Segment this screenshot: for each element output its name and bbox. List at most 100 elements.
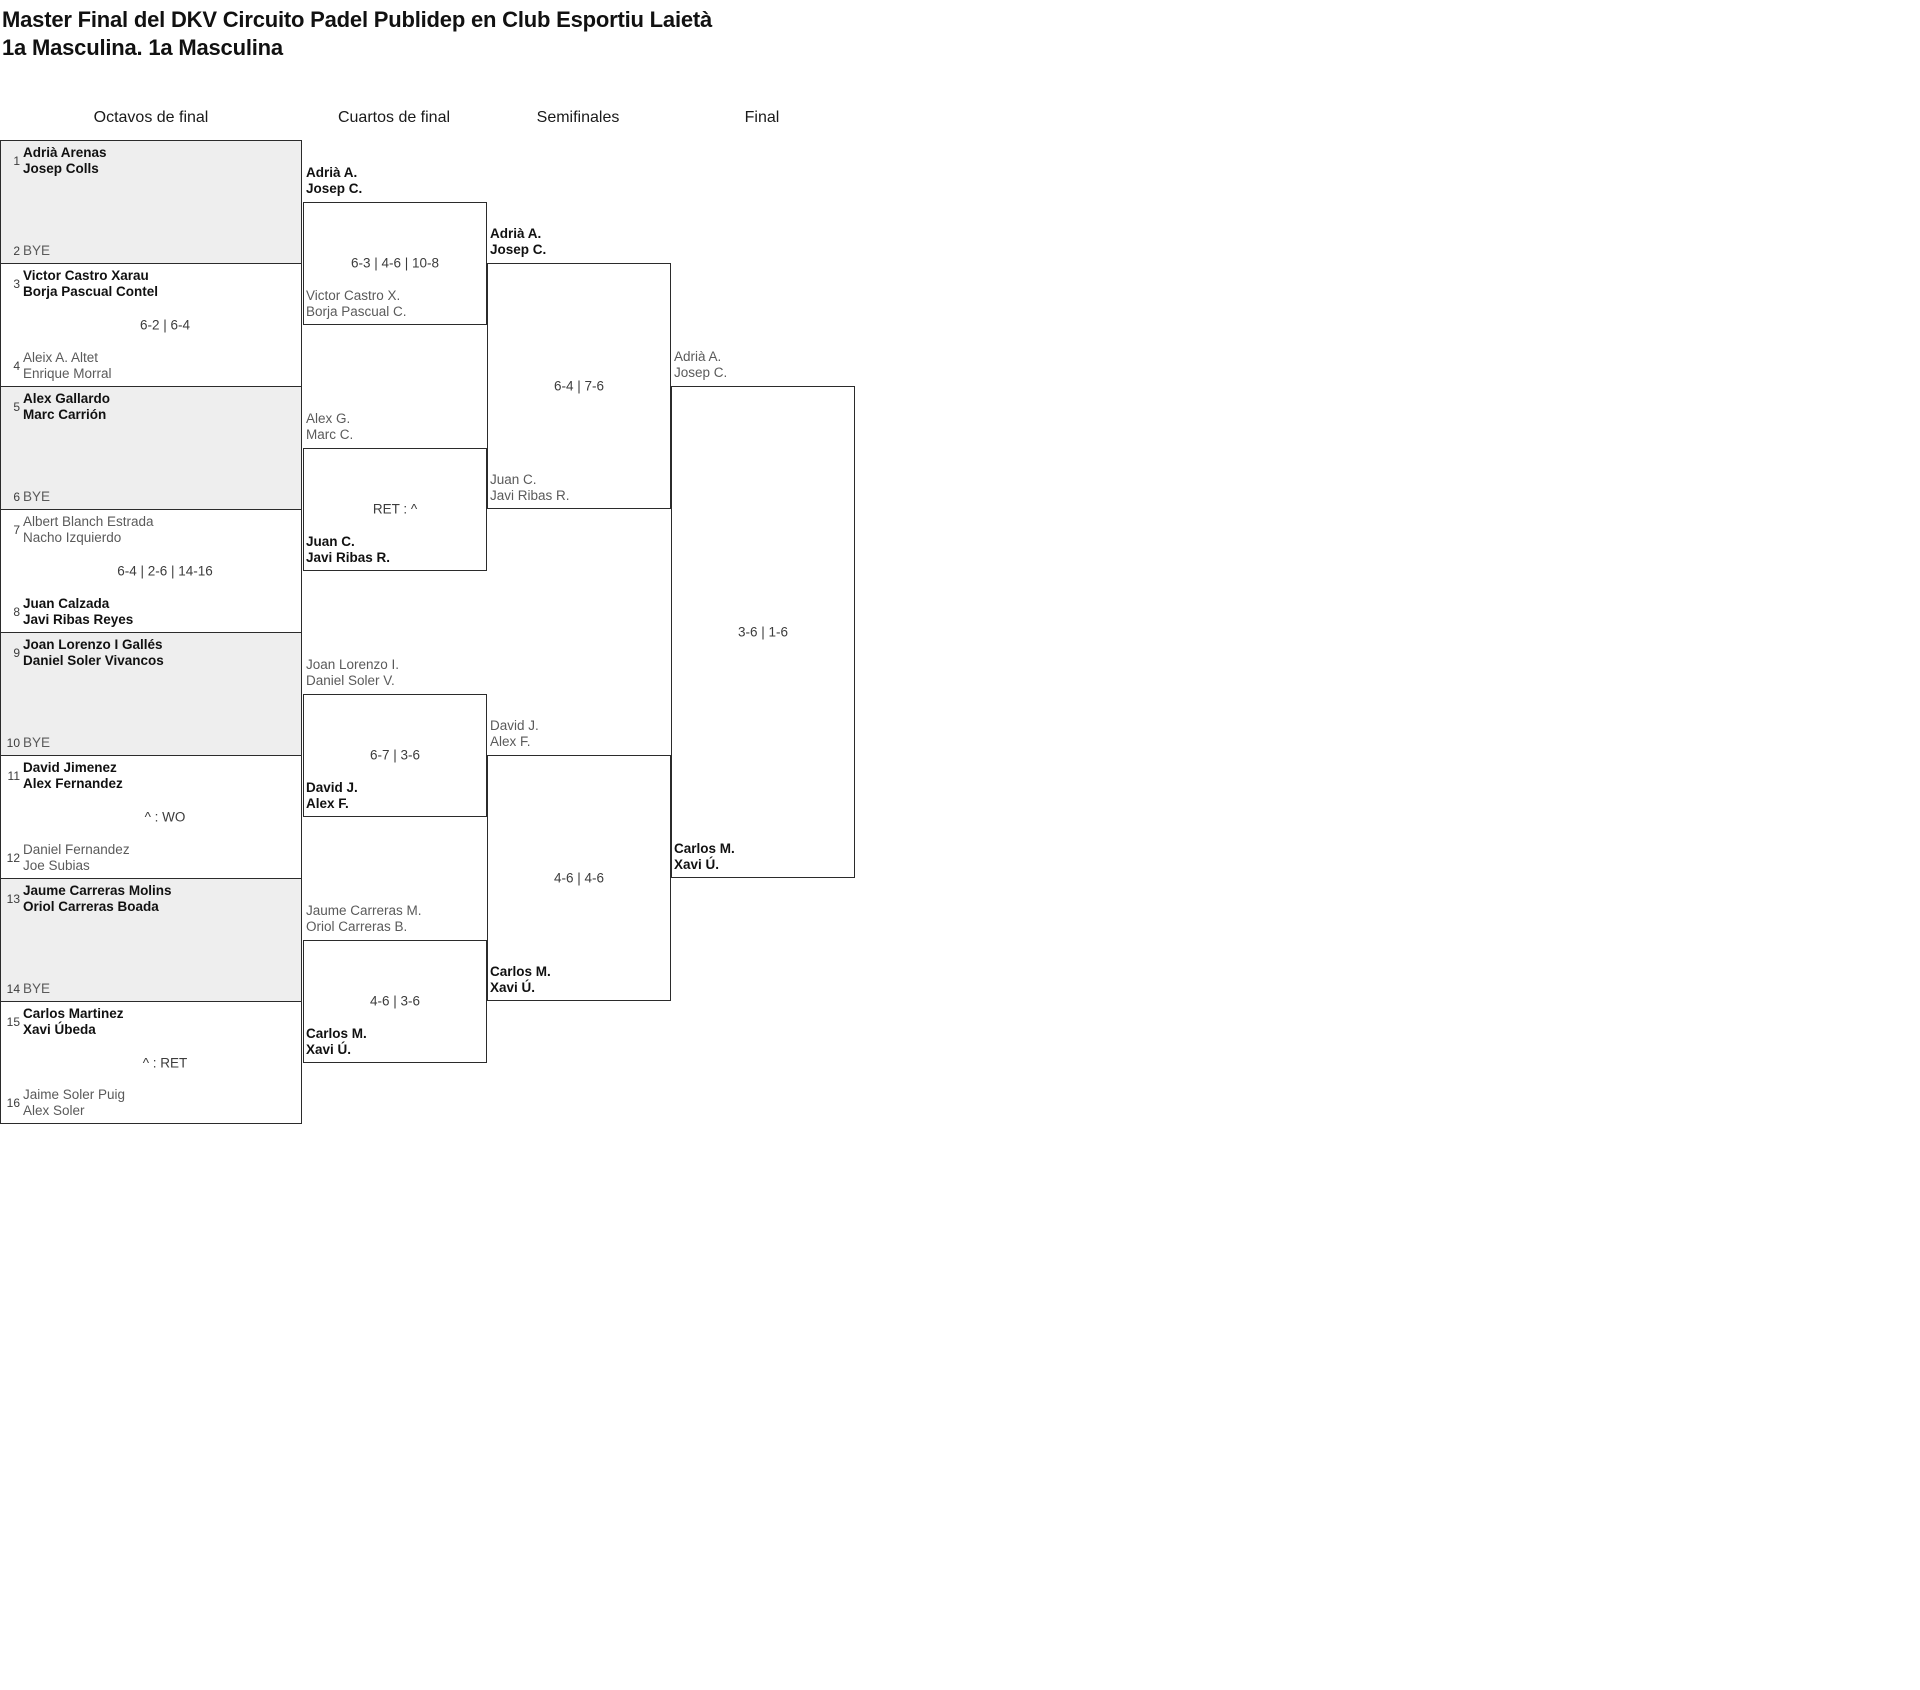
match-score: 4-6 | 4-6 (553, 870, 605, 886)
player-name: Carlos Martinez (23, 1006, 124, 1021)
player-name: Jaume Carreras M. (306, 902, 422, 918)
seed-number: 5 (13, 400, 20, 414)
page-title: Master Final del DKV Circuito Padel Publ… (2, 6, 1102, 62)
player-name: BYE (23, 981, 51, 996)
round-2-top-entrant[interactable]: Alex G.Marc C. (306, 411, 353, 443)
round-3-match[interactable]: 6-4 | 7-6 (487, 263, 671, 509)
round-2-top-entrant[interactable]: Jaume Carreras M.Oriol Carreras B. (306, 903, 422, 935)
round-3-top-entrant[interactable]: Adrià A.Josep C. (490, 226, 546, 258)
player-name: Josep C. (490, 242, 547, 257)
player-name: BYE (23, 735, 51, 750)
player-name: Albert Blanch Estrada (23, 514, 154, 529)
match-score: RET : ^ (372, 501, 418, 517)
seed-number: 11 (7, 769, 20, 783)
round-header-cuartos: Cuartos de final (337, 109, 451, 126)
round-3-top-entrant[interactable]: David J.Alex F. (490, 718, 539, 750)
round-4-top-entrant[interactable]: Adrià A.Josep C. (674, 349, 727, 381)
match-score: 6-2 | 6-4 (139, 317, 191, 333)
player-name: Josep C. (306, 180, 363, 196)
player-name: Javi Ribas R. (306, 549, 391, 565)
player-name: Xavi Ú. (674, 857, 720, 872)
round-3-bottom-entrant[interactable]: Juan C.Javi Ribas R. (490, 472, 570, 504)
player-name: Juan C. (306, 533, 355, 549)
round-2-match[interactable]: 6-7 | 3-6 (303, 693, 487, 817)
player-name: Carlos M. (490, 964, 551, 979)
round-2-bottom-entrant[interactable]: Carlos M.Xavi Ú. (306, 1026, 367, 1058)
player-pair: BYE (23, 735, 50, 751)
round-header-semifinales: Semifinales (536, 109, 620, 126)
player-name: BYE (23, 243, 51, 258)
round-2-match[interactable]: 6-3 | 4-6 | 10-8 (303, 201, 487, 325)
player-name: Nacho Izquierdo (23, 530, 122, 545)
player-name: Javi Ribas R. (490, 488, 570, 503)
round-2-match[interactable]: RET : ^ (303, 447, 487, 571)
round-2-top-entrant[interactable]: Joan Lorenzo I.Daniel Soler V. (306, 657, 399, 689)
tournament-title-line-1: Master Final del DKV Circuito Padel Publ… (2, 7, 713, 32)
player-name: Alex Soler (23, 1103, 85, 1118)
tournament-title-line-2: 1a Masculina. 1a Masculina (2, 35, 283, 60)
round-2-bottom-entrant[interactable]: David J.Alex F. (306, 780, 358, 812)
player-name: Adrià A. (674, 349, 722, 364)
player-name: Carlos M. (306, 1025, 367, 1041)
player-name: Borja Pascual C. (306, 303, 407, 319)
player-name: Juan C. (490, 472, 537, 487)
match-score: 3-6 | 1-6 (737, 624, 789, 640)
round-4-bottom-entrant[interactable]: Carlos M.Xavi Ú. (674, 841, 735, 873)
player-name: Alex F. (306, 795, 349, 811)
seed-number: 12 (6, 851, 20, 865)
player-name: Jaume Carreras Molins (23, 883, 172, 898)
round-3-match[interactable]: 4-6 | 4-6 (487, 755, 671, 1001)
round-3-bottom-entrant[interactable]: Carlos M.Xavi Ú. (490, 964, 551, 996)
seed-number: 13 (6, 892, 20, 906)
round-2-top-entrant[interactable]: Adrià A.Josep C. (306, 165, 362, 197)
seed-number: 10 (6, 736, 20, 750)
player-name: David J. (306, 779, 358, 795)
player-name: Enrique Morral (23, 366, 112, 381)
player-name: Alex G. (306, 410, 351, 426)
round-2-match[interactable]: 4-6 | 3-6 (303, 939, 487, 1063)
player-name: Adrià Arenas (23, 145, 107, 160)
round-2-bottom-entrant[interactable]: Victor Castro X.Borja Pascual C. (306, 288, 407, 320)
match-score: 6-4 | 2-6 | 14-16 (117, 563, 213, 579)
seed-number: 16 (6, 1096, 20, 1110)
round-4-match[interactable]: 3-6 | 1-6 (671, 386, 855, 878)
player-name: Alex Gallardo (23, 391, 111, 406)
player-name: Juan Calzada (23, 596, 110, 611)
player-name: Daniel Soler V. (306, 672, 395, 688)
match-score: 6-7 | 3-6 (369, 747, 421, 763)
player-name: Javi Ribas Reyes (23, 612, 134, 627)
round-2-bottom-entrant[interactable]: Juan C.Javi Ribas R. (306, 534, 390, 566)
match-score: 6-4 | 7-6 (553, 378, 605, 394)
